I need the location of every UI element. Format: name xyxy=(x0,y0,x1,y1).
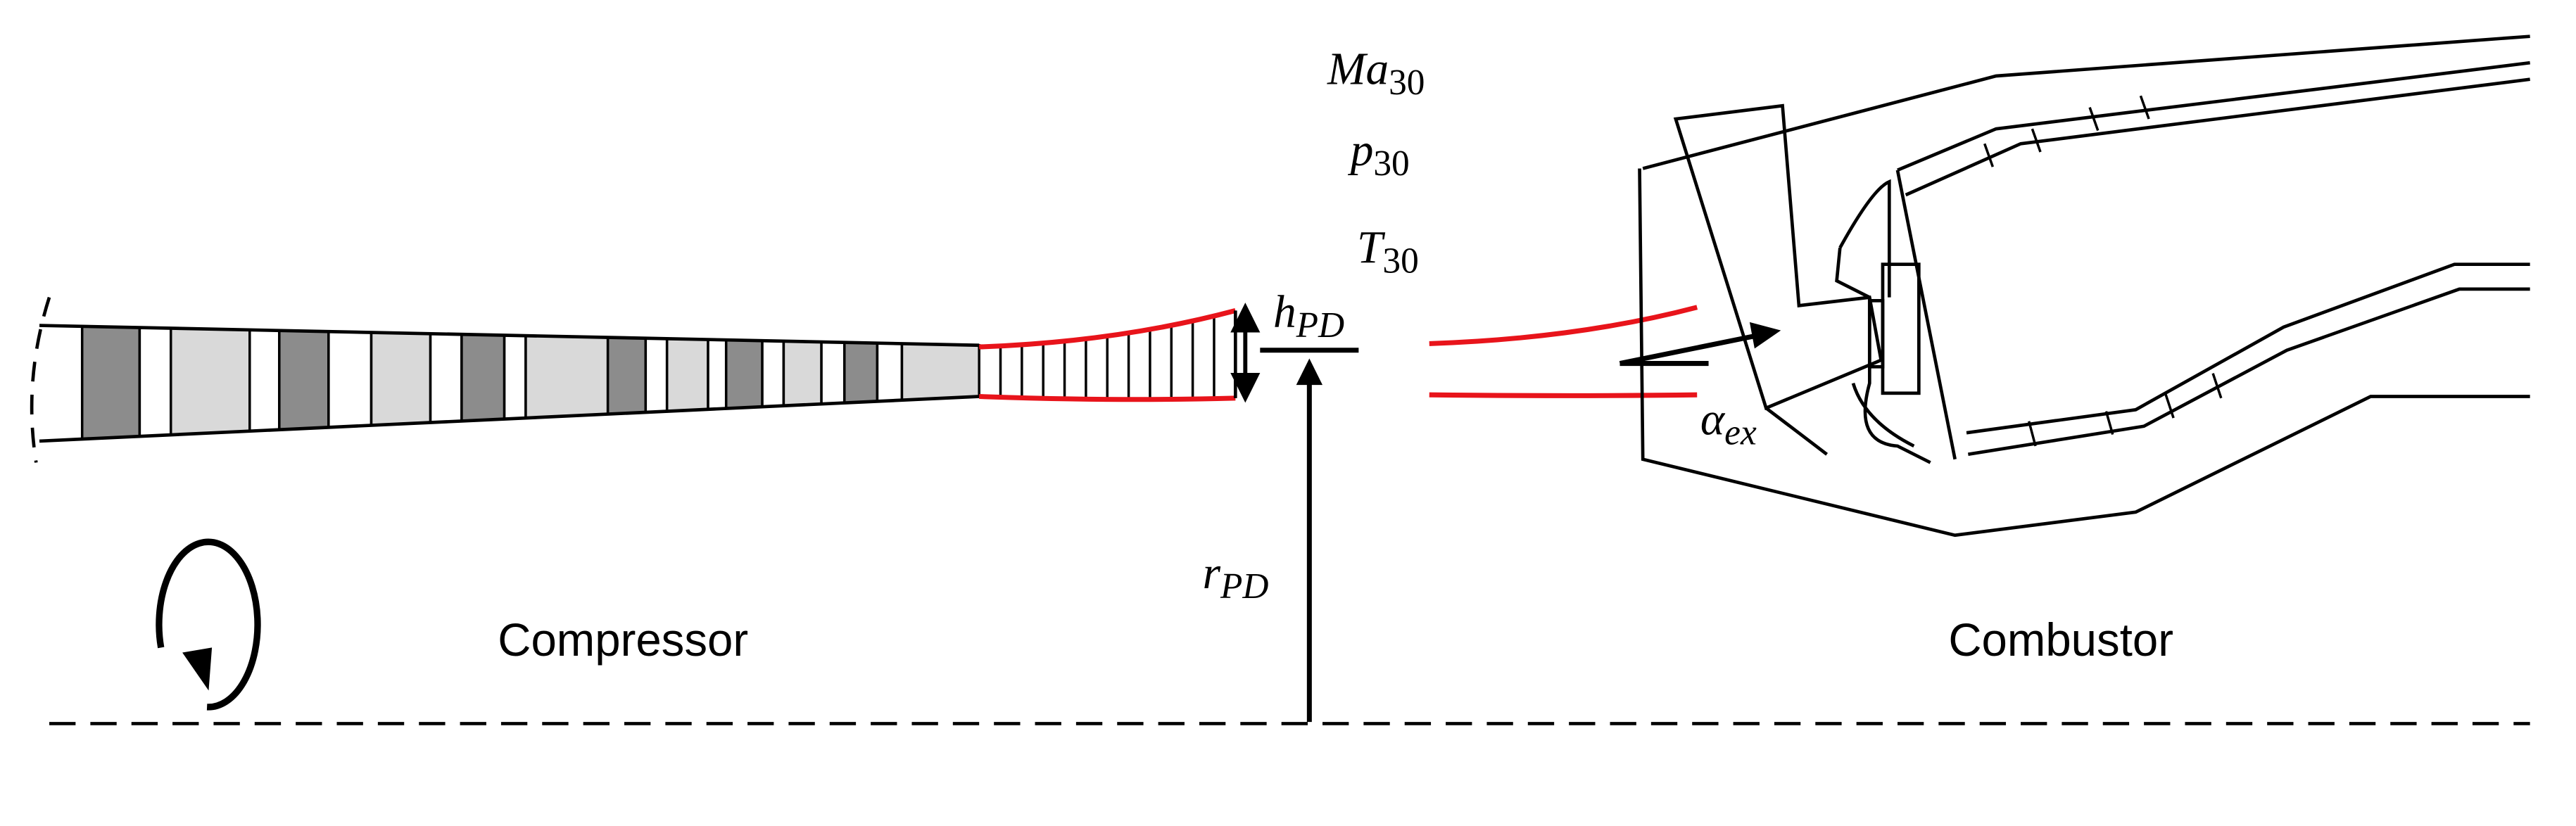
radius-arrow xyxy=(1296,358,1323,723)
compressor-inlet-break xyxy=(30,296,51,463)
exit-angle-label: αex xyxy=(1700,394,1757,452)
radius-arrow-head-icon xyxy=(1296,358,1323,386)
compressor-blade-row xyxy=(843,341,879,405)
compressor-blade-row xyxy=(370,331,432,427)
height-arrow-up-icon xyxy=(1230,303,1261,333)
compressor-blade-row xyxy=(606,336,648,416)
compressor-blade-row xyxy=(761,339,785,408)
compressor-blade-row xyxy=(665,337,709,413)
combustor-label: Combustor xyxy=(1948,614,2173,666)
compressor-label: Compressor xyxy=(498,614,748,666)
liner-outer-wall-a xyxy=(1897,61,2530,172)
prediffuser-walls xyxy=(979,305,1698,402)
liner-outer-wall-b xyxy=(1905,77,2530,197)
compressor-blade-row xyxy=(644,336,669,414)
prediffuser-vanes xyxy=(999,315,1216,400)
liner-inner-wall-a xyxy=(1966,262,2530,435)
dome-body xyxy=(1851,297,1931,464)
diffuser-exit-outer-wall xyxy=(1429,305,1698,346)
combustor-geometry xyxy=(1638,34,2530,538)
combustor-outer-casing xyxy=(1638,168,2530,538)
exit-angle-arrow-line xyxy=(1619,333,1759,367)
dome-bulkhead xyxy=(1895,170,1957,460)
mach-label: Ma30 xyxy=(1327,44,1425,103)
compressor-blade-row xyxy=(80,325,141,440)
height-label: hPD xyxy=(1273,287,1344,345)
combustor-upper-casing xyxy=(1642,34,2530,170)
compressor-blade-row xyxy=(278,329,330,431)
compressor-blade-row xyxy=(327,330,373,429)
prediffuser-inner-wall xyxy=(979,394,1236,402)
compressor-blade-row xyxy=(138,326,172,438)
radius-label: rPD xyxy=(1203,548,1269,606)
exit-angle-marker xyxy=(1619,322,1781,367)
compressor-blade-row xyxy=(707,338,728,411)
compressor-blade-row xyxy=(820,341,846,406)
compressor-inner-hub xyxy=(39,395,980,443)
compressor-blade-row xyxy=(503,333,527,421)
compressor-outer-casing xyxy=(39,324,980,348)
compressor-blade-row xyxy=(524,334,610,419)
compressor-blade-row xyxy=(170,326,251,436)
fuel-injector-head xyxy=(1835,179,1891,299)
compressor-blade-row xyxy=(900,342,980,402)
compressor-annulus xyxy=(30,296,980,463)
rotation-arrow-icon xyxy=(156,538,261,711)
compressor-blade-row xyxy=(460,333,506,423)
compressor-blade-row xyxy=(724,338,764,410)
height-marker xyxy=(1230,303,1261,403)
compressor-blade-row xyxy=(248,329,281,433)
liner-inner-wall-b xyxy=(1967,287,2530,457)
pressure-label: p30 xyxy=(1348,125,1410,184)
compressor-blade-row xyxy=(876,341,904,403)
height-arrow-down-icon xyxy=(1230,373,1261,403)
compressor-blade-row xyxy=(429,332,463,424)
exit-angle-arrowhead-icon xyxy=(1749,322,1781,349)
liner-cooling-ticks xyxy=(1983,95,2223,447)
prediffuser-outer-wall xyxy=(979,308,1237,350)
dome-cowl-lower xyxy=(1764,407,1829,456)
compressor-blade-row xyxy=(782,340,823,407)
temperature-label: T30 xyxy=(1357,222,1419,281)
dome-plate xyxy=(1881,262,1921,395)
